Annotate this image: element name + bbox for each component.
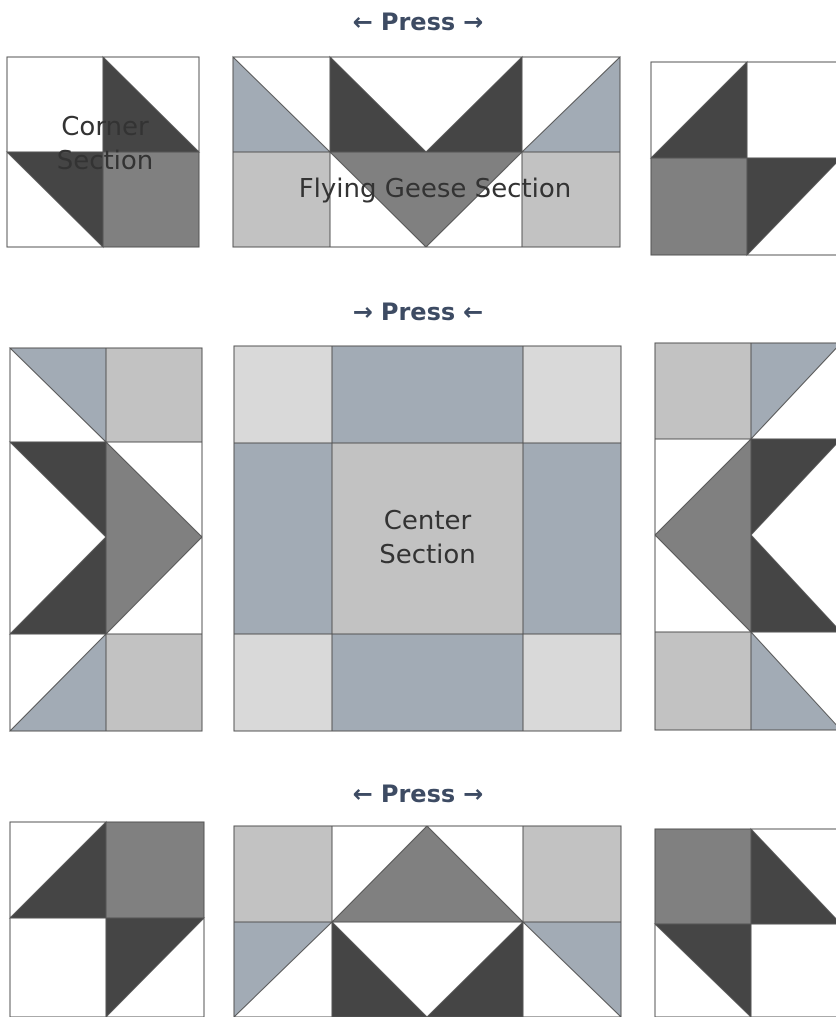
flying-geese-section-left <box>10 348 202 731</box>
corner-section-bottom-left <box>10 822 204 1017</box>
flying-geese-label-text: Flying Geese Section <box>280 172 590 206</box>
corner-section-top-right <box>651 62 836 255</box>
center-section-label: Center Section <box>360 504 495 572</box>
center-label-line-1: Center <box>360 504 495 538</box>
flying-geese-section-label: Flying Geese Section <box>280 172 590 206</box>
corner-label-line-2: Section <box>40 144 170 178</box>
center-label-line-2: Section <box>360 538 495 572</box>
corner-label-line-1: Corner <box>40 110 170 144</box>
flying-geese-section-top <box>233 57 620 247</box>
corner-section-bottom-right <box>655 829 836 1017</box>
flying-geese-section-right <box>655 343 836 730</box>
corner-section-label: Corner Section <box>40 110 170 178</box>
flying-geese-section-bottom <box>234 826 621 1017</box>
